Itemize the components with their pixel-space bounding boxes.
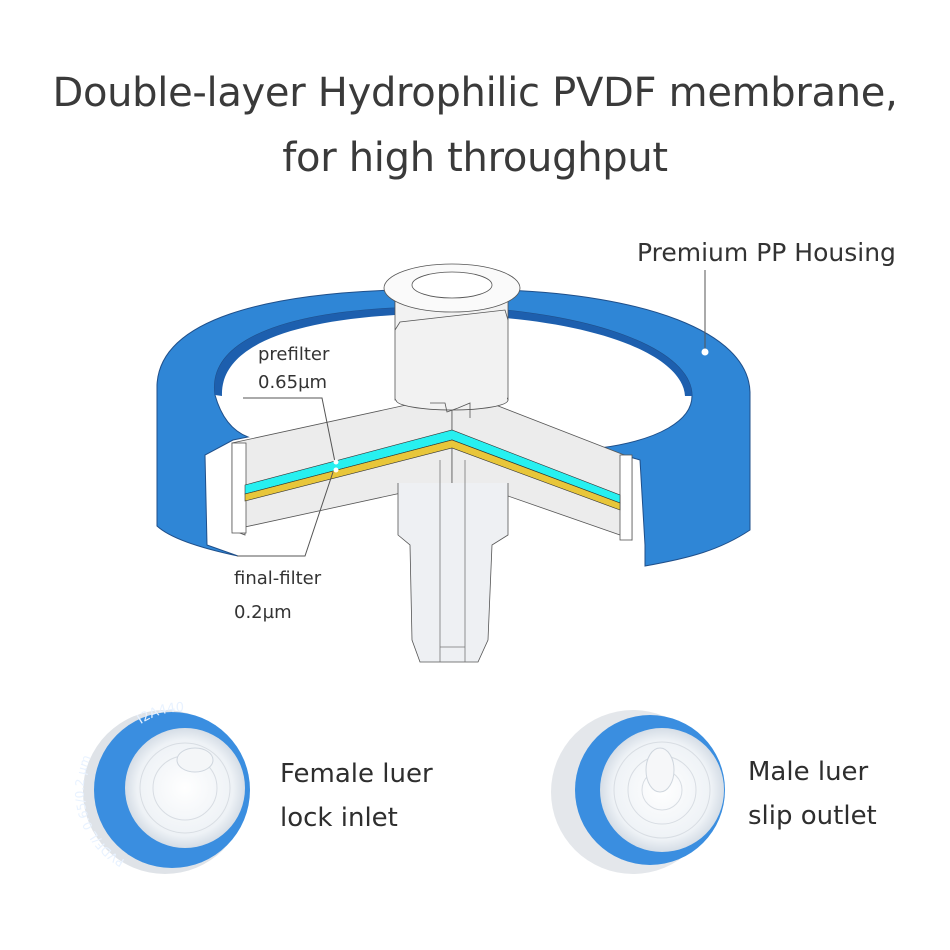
male-luer-photo [551, 710, 725, 874]
prefilter-label: prefilter [258, 344, 330, 365]
headline-line-1: Double-layer Hydrophilic PVDF membrane, [52, 70, 898, 116]
male-luer-caption: Male luer slip outlet [748, 750, 877, 838]
caption-line: lock inlet [280, 803, 398, 833]
luer-outlet-stem [397, 483, 509, 663]
female-luer-photo: I2A440 PVDF/L 0.65/0.2 µm [73, 700, 250, 874]
caption-line: Male luer [748, 757, 869, 787]
luer-inlet-opening [411, 271, 493, 299]
seal-left [231, 442, 247, 534]
finalfilter-membrane [244, 439, 621, 511]
prefilter-leader-line [243, 397, 336, 463]
headline-line-2: for high throughput [282, 135, 668, 181]
caption-line: slip outlet [748, 801, 877, 831]
finalfilter-leader-line [237, 471, 334, 557]
caption-line: Female luer [280, 759, 433, 789]
female-luer-caption: Female luer lock inlet [280, 752, 433, 840]
prefilter-size: 0.65µm [258, 372, 328, 393]
housing-label: Premium PP Housing [637, 238, 896, 267]
housing-marker-dot [701, 348, 709, 356]
finalfilter-size: 0.2µm [234, 602, 292, 623]
housing-right-inner-shade [505, 310, 692, 396]
seal-right [619, 454, 633, 541]
finalfilter-label: final-filter [234, 568, 322, 589]
housing-left-inner-shade [214, 308, 395, 396]
